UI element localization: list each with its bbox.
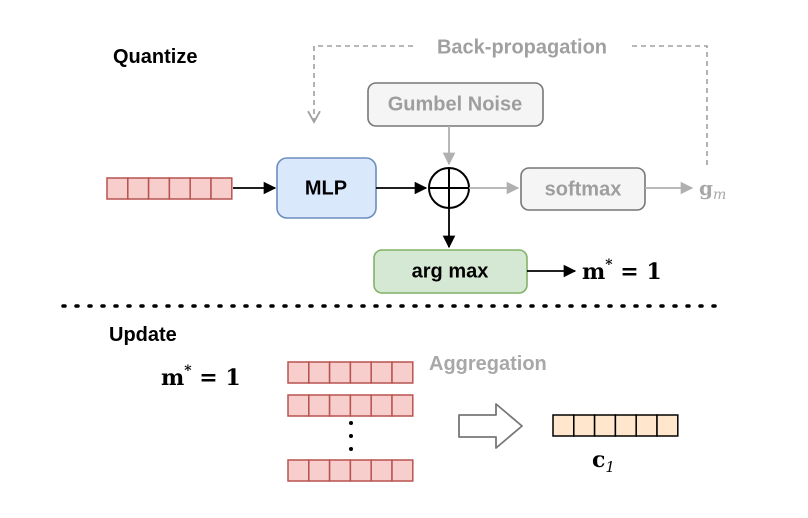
- vector-cell: [349, 459, 372, 482]
- vector-cell: [106, 177, 129, 200]
- mlp-label: MLP: [305, 177, 347, 199]
- vector-cell: [391, 394, 414, 417]
- vector-cell: [552, 414, 575, 437]
- update-m-label: m* = 1: [161, 363, 241, 391]
- vector-cell: [287, 394, 310, 417]
- vector-cell: [349, 361, 372, 384]
- backprop-label: Back-propagation: [437, 36, 607, 58]
- vector-cell: [370, 361, 393, 384]
- vector-cell: [168, 177, 191, 200]
- vector-cell: [370, 394, 393, 417]
- vector-cell: [635, 414, 658, 437]
- vector-cell: [189, 177, 212, 200]
- vector-cell: [308, 361, 331, 384]
- vector-cell: [573, 414, 596, 437]
- input-vector: [106, 177, 233, 200]
- vector-cell: [287, 459, 310, 482]
- vector-cell: [127, 177, 150, 200]
- argmax-result-label: m* = 1: [582, 257, 662, 285]
- backprop-dashed-path: [314, 45, 708, 165]
- vector-cell: [287, 361, 310, 384]
- vector-cell: [370, 459, 393, 482]
- gm-output-label: gm: [699, 176, 726, 203]
- vector-cell: [308, 394, 331, 417]
- vector-cell: [593, 414, 617, 437]
- vector-cell: [656, 414, 679, 437]
- stacked-vector: [287, 394, 414, 417]
- stacked-vector: [287, 459, 414, 482]
- vector-cell: [210, 177, 233, 200]
- vector-cell: [349, 394, 372, 417]
- hollow-right-arrow-icon: [458, 403, 523, 449]
- vertical-ellipsis-icon: [349, 421, 353, 451]
- output-vector: [552, 414, 679, 437]
- vector-cell: [391, 459, 414, 482]
- update-title: Update: [109, 324, 177, 346]
- gumbel-noise-box: [367, 82, 544, 127]
- argmax-label: arg max: [412, 260, 489, 282]
- softmax-box: [520, 167, 646, 211]
- stacked-vector: [287, 361, 414, 384]
- vector-cell: [147, 177, 171, 200]
- output-vector-label: c1: [592, 447, 615, 476]
- vector-cell: [391, 361, 414, 384]
- softmax-label: softmax: [545, 178, 622, 200]
- vector-cell: [328, 459, 352, 482]
- vector-cell: [614, 414, 637, 437]
- quantize-title: Quantize: [113, 46, 197, 68]
- vector-cell: [328, 361, 352, 384]
- aggregation-label: Aggregation: [429, 353, 547, 375]
- vector-cell: [328, 394, 352, 417]
- gumbel-noise-label: Gumbel Noise: [388, 93, 522, 115]
- circled-plus-icon: [428, 167, 470, 209]
- vector-cell: [308, 459, 331, 482]
